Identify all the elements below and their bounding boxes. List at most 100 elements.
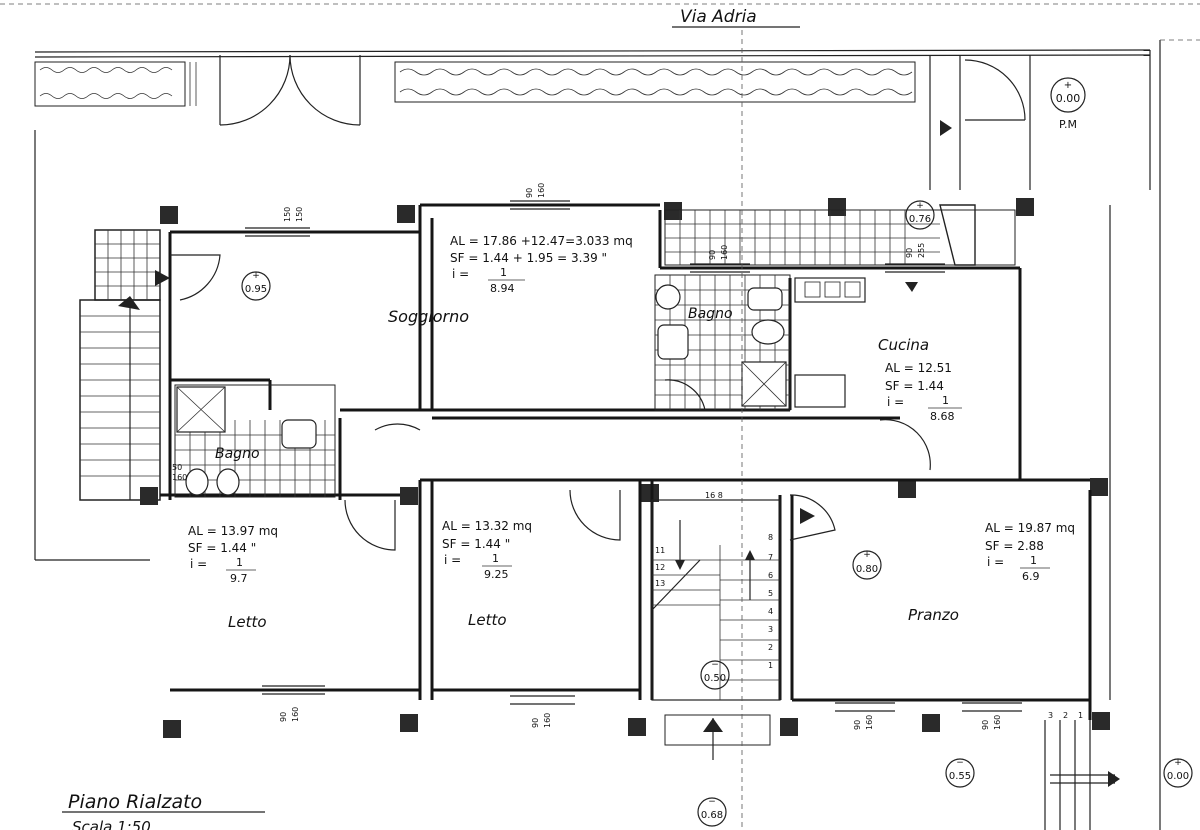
kitchen-fixtures	[794, 277, 866, 408]
room-bagno-left: Bagno	[215, 446, 260, 462]
svg-text:i =: i =	[190, 557, 207, 571]
level-marker-terrace: + 0.76	[905, 200, 935, 230]
svg-text:+: +	[1174, 758, 1182, 768]
double-gate	[219, 54, 361, 126]
level-marker-street: + 0.00 P.M	[1050, 77, 1086, 131]
area-al: AL = 13.97 mq	[188, 524, 278, 538]
pillars	[140, 198, 1110, 738]
area-sf: SF = 2.88	[985, 539, 1044, 553]
svg-text:90: 90	[525, 188, 534, 198]
svg-text:5: 5	[768, 589, 773, 598]
area-al: AL = 19.87 mq	[985, 521, 1075, 535]
scale-text: Scala 1:50	[72, 818, 151, 830]
level-marker-bottom-left: − 0.68	[697, 797, 727, 827]
window-dimensions: 150 150 90 160 90 160 90 255 90 160 90 1…	[172, 183, 1002, 730]
svg-text:2: 2	[768, 643, 773, 652]
svg-text:90: 90	[708, 250, 717, 260]
area-sf: SF = 1.44 "	[188, 541, 256, 555]
svg-text:6: 6	[768, 571, 773, 580]
svg-text:3: 3	[768, 625, 773, 634]
svg-text:8.68: 8.68	[930, 410, 955, 423]
room-name: Cucina	[878, 336, 929, 354]
svg-text:160: 160	[537, 183, 546, 198]
entry-steps-bottom: 3 2 1	[1044, 711, 1120, 830]
bathroom-left	[174, 384, 336, 498]
entry-gate	[929, 55, 1031, 190]
title-text: Piano Rialzato	[68, 791, 202, 813]
svg-text:150: 150	[295, 207, 304, 222]
svg-text:+: +	[1064, 80, 1072, 91]
svg-text:+: +	[916, 201, 924, 211]
svg-text:0.55: 0.55	[949, 771, 971, 782]
area-sf: SF = 1.44 "	[442, 537, 510, 551]
svg-text:1: 1	[1030, 554, 1037, 567]
svg-text:0.50: 0.50	[704, 673, 726, 684]
svg-text:6.9: 6.9	[1022, 570, 1040, 583]
hedge-left	[34, 61, 197, 107]
area-al: AL = 17.86 +12.47=3.033 mq	[450, 234, 633, 248]
terrace-tiles	[664, 204, 1016, 292]
room-name: Bagno	[688, 306, 733, 322]
svg-text:160: 160	[172, 473, 187, 482]
svg-text:8.94: 8.94	[490, 282, 515, 295]
svg-text:90: 90	[981, 720, 990, 730]
svg-text:13: 13	[655, 579, 665, 588]
svg-text:i =: i =	[452, 267, 469, 281]
svg-text:1: 1	[492, 552, 499, 565]
svg-text:160: 160	[865, 715, 874, 730]
level-marker-stair: − 0.50	[700, 660, 730, 690]
internal-staircase	[651, 499, 781, 760]
svg-text:0.76: 0.76	[909, 214, 931, 225]
level-marker-bottom-right: + 0.00	[1163, 758, 1193, 788]
room-pranzo: Pranzo AL = 19.87 mq SF = 2.88 i = 1 6.9	[908, 521, 1075, 624]
stair-step-labels: 16 8 8 7 6 5 4 3 2 1 11 12 13	[655, 491, 773, 670]
windows	[245, 200, 1022, 712]
svg-text:0.95: 0.95	[245, 284, 267, 295]
svg-text:3: 3	[1048, 711, 1053, 720]
svg-text:i =: i =	[444, 553, 461, 567]
svg-text:0.80: 0.80	[856, 564, 878, 575]
exterior-stair	[79, 229, 161, 501]
svg-text:160: 160	[993, 715, 1002, 730]
svg-text:160: 160	[720, 245, 729, 260]
svg-text:i =: i =	[987, 555, 1004, 569]
drawing-title: Piano Rialzato Scala 1:50	[62, 791, 265, 830]
bathroom-top	[654, 274, 791, 411]
svg-text:−: −	[708, 797, 716, 807]
svg-text:2: 2	[1063, 711, 1068, 720]
svg-text:16 8: 16 8	[705, 491, 723, 500]
svg-text:0.68: 0.68	[701, 810, 723, 821]
walls	[160, 203, 1092, 720]
svg-text:11: 11	[655, 546, 665, 555]
svg-text:i =: i =	[887, 395, 904, 409]
level-marker-pranzo: + 0.80	[852, 550, 882, 580]
room-letto-1: Letto AL = 13.97 mq SF = 1.44 " i = 1 9.…	[188, 524, 278, 631]
doors	[155, 254, 931, 551]
svg-text:160: 160	[291, 707, 300, 722]
pm-label: P.M	[1059, 118, 1077, 131]
svg-text:12: 12	[655, 563, 665, 572]
svg-text:0.00: 0.00	[1056, 92, 1081, 105]
svg-text:+: +	[863, 550, 871, 560]
svg-text:160: 160	[543, 713, 552, 728]
svg-text:1: 1	[236, 556, 243, 569]
svg-text:90: 90	[279, 712, 288, 722]
svg-text:1: 1	[1078, 711, 1083, 720]
svg-text:9.7: 9.7	[230, 572, 248, 585]
room-cucina: Cucina AL = 12.51 SF = 1.44 i = 1 8.68	[878, 336, 962, 423]
level-marker-entry: + 0.95	[241, 271, 271, 301]
hedge-center	[394, 61, 916, 103]
svg-text:1: 1	[768, 661, 773, 670]
svg-text:0.00: 0.00	[1167, 771, 1189, 782]
svg-text:4: 4	[768, 607, 773, 616]
svg-text:−: −	[711, 660, 719, 670]
svg-text:+: +	[252, 271, 260, 281]
room-name: Letto	[228, 613, 267, 631]
area-al: AL = 12.51	[885, 361, 952, 375]
svg-text:90: 90	[905, 248, 914, 258]
room-bagno-top: Bagno	[688, 306, 733, 322]
room-name: Letto	[468, 611, 507, 629]
room-letto-2: Letto AL = 13.32 mq SF = 1.44 " i = 1 9.…	[442, 519, 532, 629]
room-name: Bagno	[215, 446, 260, 462]
svg-text:50: 50	[172, 463, 182, 472]
